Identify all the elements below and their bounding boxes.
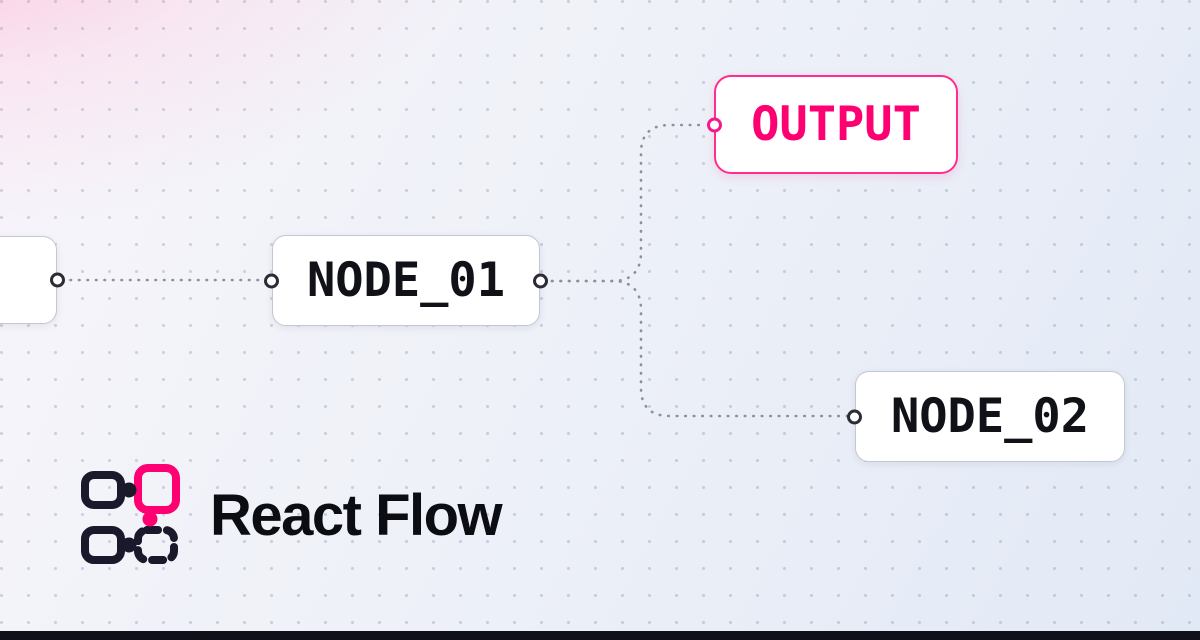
node-node01[interactable]: NODE_01	[264, 235, 548, 326]
node-output[interactable]: OUTPUT	[707, 75, 958, 174]
node-input-partial[interactable]	[0, 236, 65, 324]
bottom-bar	[0, 631, 1200, 640]
node-label: OUTPUT	[751, 97, 921, 152]
target-handle[interactable]	[264, 273, 279, 288]
source-handle[interactable]	[533, 273, 548, 288]
node-label: NODE_02	[890, 389, 1090, 444]
target-handle[interactable]	[707, 117, 722, 132]
react-flow-logo-icon	[81, 464, 180, 564]
target-handle[interactable]	[847, 409, 862, 424]
edge-node01-to-output	[550, 123, 708, 283]
brand-lockup: React Flow	[78, 462, 503, 568]
source-handle[interactable]	[50, 272, 65, 288]
node-label: NODE_01	[306, 253, 506, 308]
brand-wordmark: React Flow	[210, 482, 503, 548]
node-node02[interactable]: NODE_02	[847, 371, 1125, 462]
edge-node01-to-node02	[550, 279, 850, 418]
